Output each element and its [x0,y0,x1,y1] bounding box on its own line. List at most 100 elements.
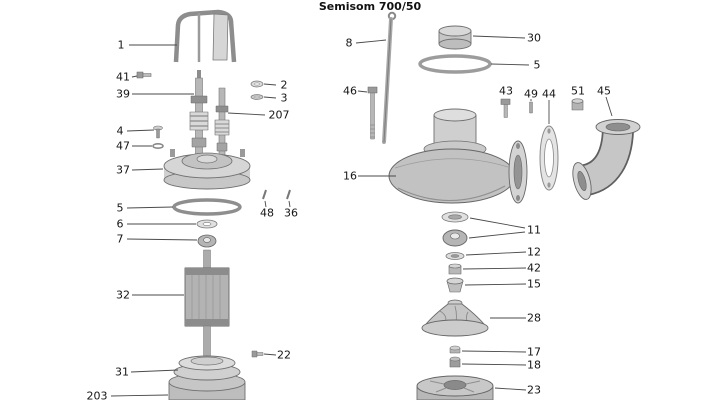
bolt-46-part [367,86,378,140]
leader-line-8 [355,39,387,44]
part-label-17: 17 [527,346,541,359]
leader-line-30 [472,35,526,39]
cap-18-part [449,356,461,368]
part-label-203: 203 [87,390,108,400]
part-label-1: 1 [118,39,125,52]
part-label-23: 23 [527,384,541,397]
seal-ring-11-part [441,211,469,223]
leader-line-42 [462,267,527,270]
leader-line-46 [357,90,368,93]
part-label-37: 37 [116,164,130,177]
cup-15-part [446,277,464,293]
leader-line-18 [461,363,527,366]
sleeve-42-part [448,263,462,275]
part-label-45: 45 [597,85,611,98]
part-label-42: 42 [527,262,541,275]
leader-line-3 [263,96,277,99]
part-label-43: 43 [499,85,513,98]
diagram-title: Semisom 700/50 [318,0,422,13]
leader-line-15 [464,283,527,286]
bolt-22-part [251,350,264,358]
part-label-32: 32 [116,289,130,302]
rotor-part [184,249,230,368]
part-label-46: 46 [343,85,357,98]
part-label-6: 6 [117,218,124,231]
part-label-8: 8 [346,37,353,50]
bolt-43-part [500,98,511,118]
leader-line-5 [490,63,530,66]
flange-gasket-part [539,125,559,191]
part-label-51: 51 [571,85,585,98]
part-label-48: 48 [260,207,274,220]
leader-line-23 [494,387,527,391]
leader-line-37 [131,168,164,171]
part-label-49: 49 [524,88,538,101]
leader-line-45 [605,96,613,117]
nut-17-part [449,345,461,354]
part-label-30: 30 [527,32,541,45]
suction-stand-part [416,375,494,400]
part-label-28: 28 [527,312,541,325]
discharge-elbow-part [572,119,641,200]
washer-6-part [196,219,218,229]
part-label-31: 31 [115,366,129,379]
part-label-12: 12 [527,246,541,259]
right-assembly [367,11,641,400]
leader-line-41 [131,75,138,78]
left-assembly [136,9,291,400]
leader-line-36 [288,200,291,208]
handle-part [173,9,237,63]
part-label-41: 41 [116,71,130,84]
pin-48-part [262,189,267,200]
leader-line-203 [110,394,169,397]
part-label-22: 22 [277,349,291,362]
leader-line-22 [263,353,277,356]
leader-line-11 [469,217,526,229]
motor-casing-part [168,355,246,400]
part-label-39: 39 [116,88,130,101]
lifting-rod-part [382,11,397,144]
bearing-7-part [197,234,217,248]
pin-36-part [286,189,291,200]
ring-47-part [152,143,164,150]
part-label-5: 5 [534,59,541,72]
part-label-207: 207 [269,109,290,122]
washer-2-part [250,80,264,88]
part-label-4: 4 [117,125,124,138]
part-label-36: 36 [284,207,298,220]
leader-line-5 [126,206,174,209]
leader-line-17 [461,350,527,353]
leader-line-2 [263,83,277,86]
part-label-5: 5 [117,202,124,215]
screw-4-part [153,125,163,139]
bearing-11-part [442,229,468,247]
part-label-18: 18 [527,359,541,372]
leader-line-48 [264,200,267,208]
leader-line-31 [130,369,179,373]
part-label-11: 11 [527,224,541,237]
plug-51-part [571,98,584,111]
impeller-part [421,299,489,337]
washer-3-part [250,94,264,100]
pin-49-part [529,101,533,114]
motor-cover-part [163,149,251,190]
bolt-41-part [136,71,152,79]
part-label-15: 15 [527,278,541,291]
cap-30-part [438,25,472,50]
part-label-16: 16 [343,170,357,183]
leader-line-207 [227,112,266,116]
leader-line-11 [468,231,526,239]
part-label-2: 2 [281,79,288,92]
leader-line-4 [126,129,155,132]
leader-line-7 [126,238,198,241]
washer-12-part [445,252,465,260]
shaft-assembly-part [189,70,230,167]
o-ring-left-part [172,198,242,216]
part-label-7: 7 [117,233,124,246]
part-label-47: 47 [116,140,130,153]
volute-casing-part [388,108,528,204]
part-label-3: 3 [281,92,288,105]
